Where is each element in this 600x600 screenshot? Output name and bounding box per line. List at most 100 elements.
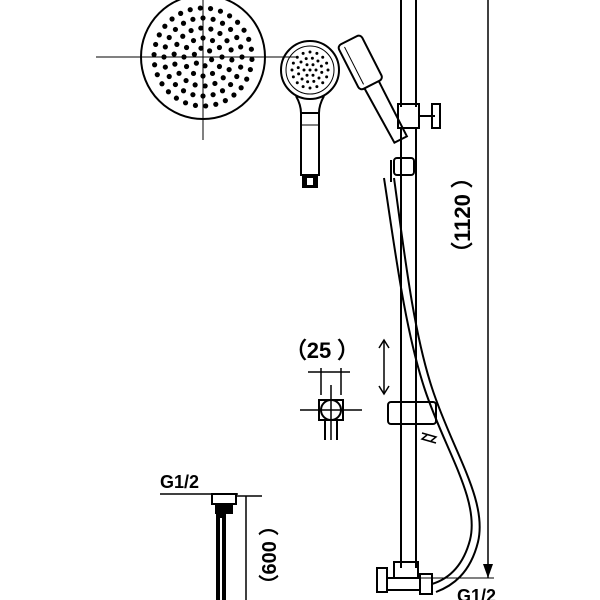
head-outer-rim (140, 0, 266, 120)
height-dimension-arrowhead (483, 564, 493, 578)
nozzle-dot (173, 95, 180, 101)
bar-section-detail: （25 ） (285, 338, 362, 440)
nozzle-dot (183, 44, 190, 51)
nozzle-dot (207, 5, 214, 12)
nozzle-dot (246, 36, 252, 42)
nozzle-dot (295, 81, 299, 85)
nozzle-dot (161, 54, 167, 60)
nozzle-dot (174, 41, 180, 48)
nozzle-dot (308, 86, 312, 90)
nozzle-dot (325, 75, 329, 79)
nozzle-dot (228, 47, 234, 53)
shower-hose-inner (393, 177, 481, 593)
nozzle-dot (311, 63, 315, 67)
rain-nozzle-grid (151, 5, 255, 109)
nozzle-dot (290, 68, 294, 72)
nozzle-dot (234, 34, 240, 41)
swivel-arrow-bottom (420, 434, 437, 444)
nozzle-dot (209, 37, 216, 44)
nozzle-dot (229, 57, 235, 63)
nozzle-dot (301, 51, 305, 55)
hand-shower-face-inner (285, 45, 335, 95)
nozzle-dot (151, 51, 157, 58)
nozzle-dot (153, 41, 159, 48)
shower-column (337, 0, 481, 595)
nozzle-dot (154, 72, 160, 78)
nozzle-dot (193, 60, 199, 66)
nozzle-dot (176, 70, 182, 76)
nozzle-dot (208, 26, 214, 32)
nozzle-dot (192, 82, 198, 88)
diverter-knob[interactable] (431, 103, 441, 129)
parked-hand-shower-head (337, 34, 383, 91)
nozzle-dot (162, 23, 168, 29)
nozzle-dot (291, 75, 295, 79)
nozzle-dot (172, 61, 178, 67)
nozzle-dot (312, 79, 316, 83)
nozzle-dot (159, 81, 165, 87)
nozzle-dot (190, 37, 197, 44)
nozzle-dot (178, 10, 184, 16)
nozzle-dot (234, 73, 240, 80)
nozzle-dot (241, 27, 247, 33)
nozzle-dot (299, 60, 303, 64)
nozzle-dot (172, 81, 179, 88)
nozzle-dot (198, 45, 204, 51)
nozzle-dot (190, 70, 197, 77)
nozzle-dot (311, 73, 315, 77)
lower-outlet-nut (419, 573, 433, 595)
upper-holder[interactable] (393, 157, 415, 176)
nozzle-dot (231, 92, 237, 98)
nozzle-dot (210, 16, 216, 22)
hand-shower-neck (295, 95, 325, 114)
nozzle-dot (181, 54, 187, 60)
hose-length-label: （600 ） (258, 516, 281, 595)
nozzle-dot (222, 98, 228, 104)
vertical-adjust-arrow-icon (378, 338, 390, 396)
nozzle-dot (249, 56, 255, 63)
nozzle-dot (302, 68, 306, 72)
nozzle-dot (156, 32, 162, 38)
connector-nut-hex (215, 504, 233, 514)
nozzle-dot (305, 63, 309, 67)
nozzle-dot (226, 66, 232, 73)
nozzle-dot (166, 34, 172, 41)
nozzle-dot (297, 72, 301, 76)
nozzle-dot (321, 55, 325, 59)
nozzle-dot (209, 70, 216, 77)
nozzle-dot (210, 92, 216, 98)
hand-shower-handle (300, 112, 320, 176)
thread-label-right: G1/2 (457, 586, 496, 600)
nozzle-dot (248, 46, 254, 52)
swivel-arrow-icon (420, 432, 438, 444)
nozzle-dot (244, 76, 250, 82)
nozzle-dot (187, 7, 193, 13)
sliding-holder[interactable] (387, 401, 437, 425)
nozzle-dot (291, 61, 295, 65)
nozzle-dot (300, 77, 304, 81)
nozzle-dot (180, 33, 186, 39)
connector-top-nut (211, 493, 237, 505)
nozzle-dot (216, 44, 223, 51)
nozzle-dot (191, 51, 197, 57)
nozzle-dot (247, 66, 253, 73)
nozzle-dot (171, 51, 177, 57)
nozzle-dot (301, 85, 305, 89)
nozzle-dot (180, 20, 187, 26)
nozzle-dot (190, 16, 196, 22)
nozzle-dot (165, 89, 172, 95)
nozzle-dot (209, 57, 215, 63)
vertical-arrow-head-up (378, 338, 390, 349)
rain-shower-head-top-view (96, 0, 296, 140)
nozzle-dot (304, 57, 308, 61)
nozzle-dot (226, 13, 233, 19)
nozzle-dot (326, 68, 330, 72)
thread-label-left: G1/2 (160, 472, 199, 492)
nozzle-dot (188, 27, 194, 34)
nozzle-dot (203, 103, 209, 109)
nozzle-dot (227, 26, 234, 33)
nozzle-dot (200, 93, 206, 99)
bar-section-flange (318, 399, 344, 421)
parked-hand-shower (337, 34, 409, 145)
